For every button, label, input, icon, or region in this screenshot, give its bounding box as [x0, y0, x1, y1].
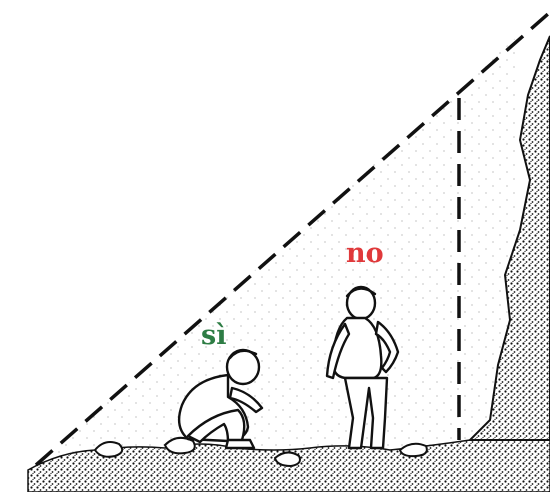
protected-zone	[40, 34, 520, 470]
label-no: no	[346, 240, 384, 267]
label-yes: sì	[201, 322, 226, 349]
